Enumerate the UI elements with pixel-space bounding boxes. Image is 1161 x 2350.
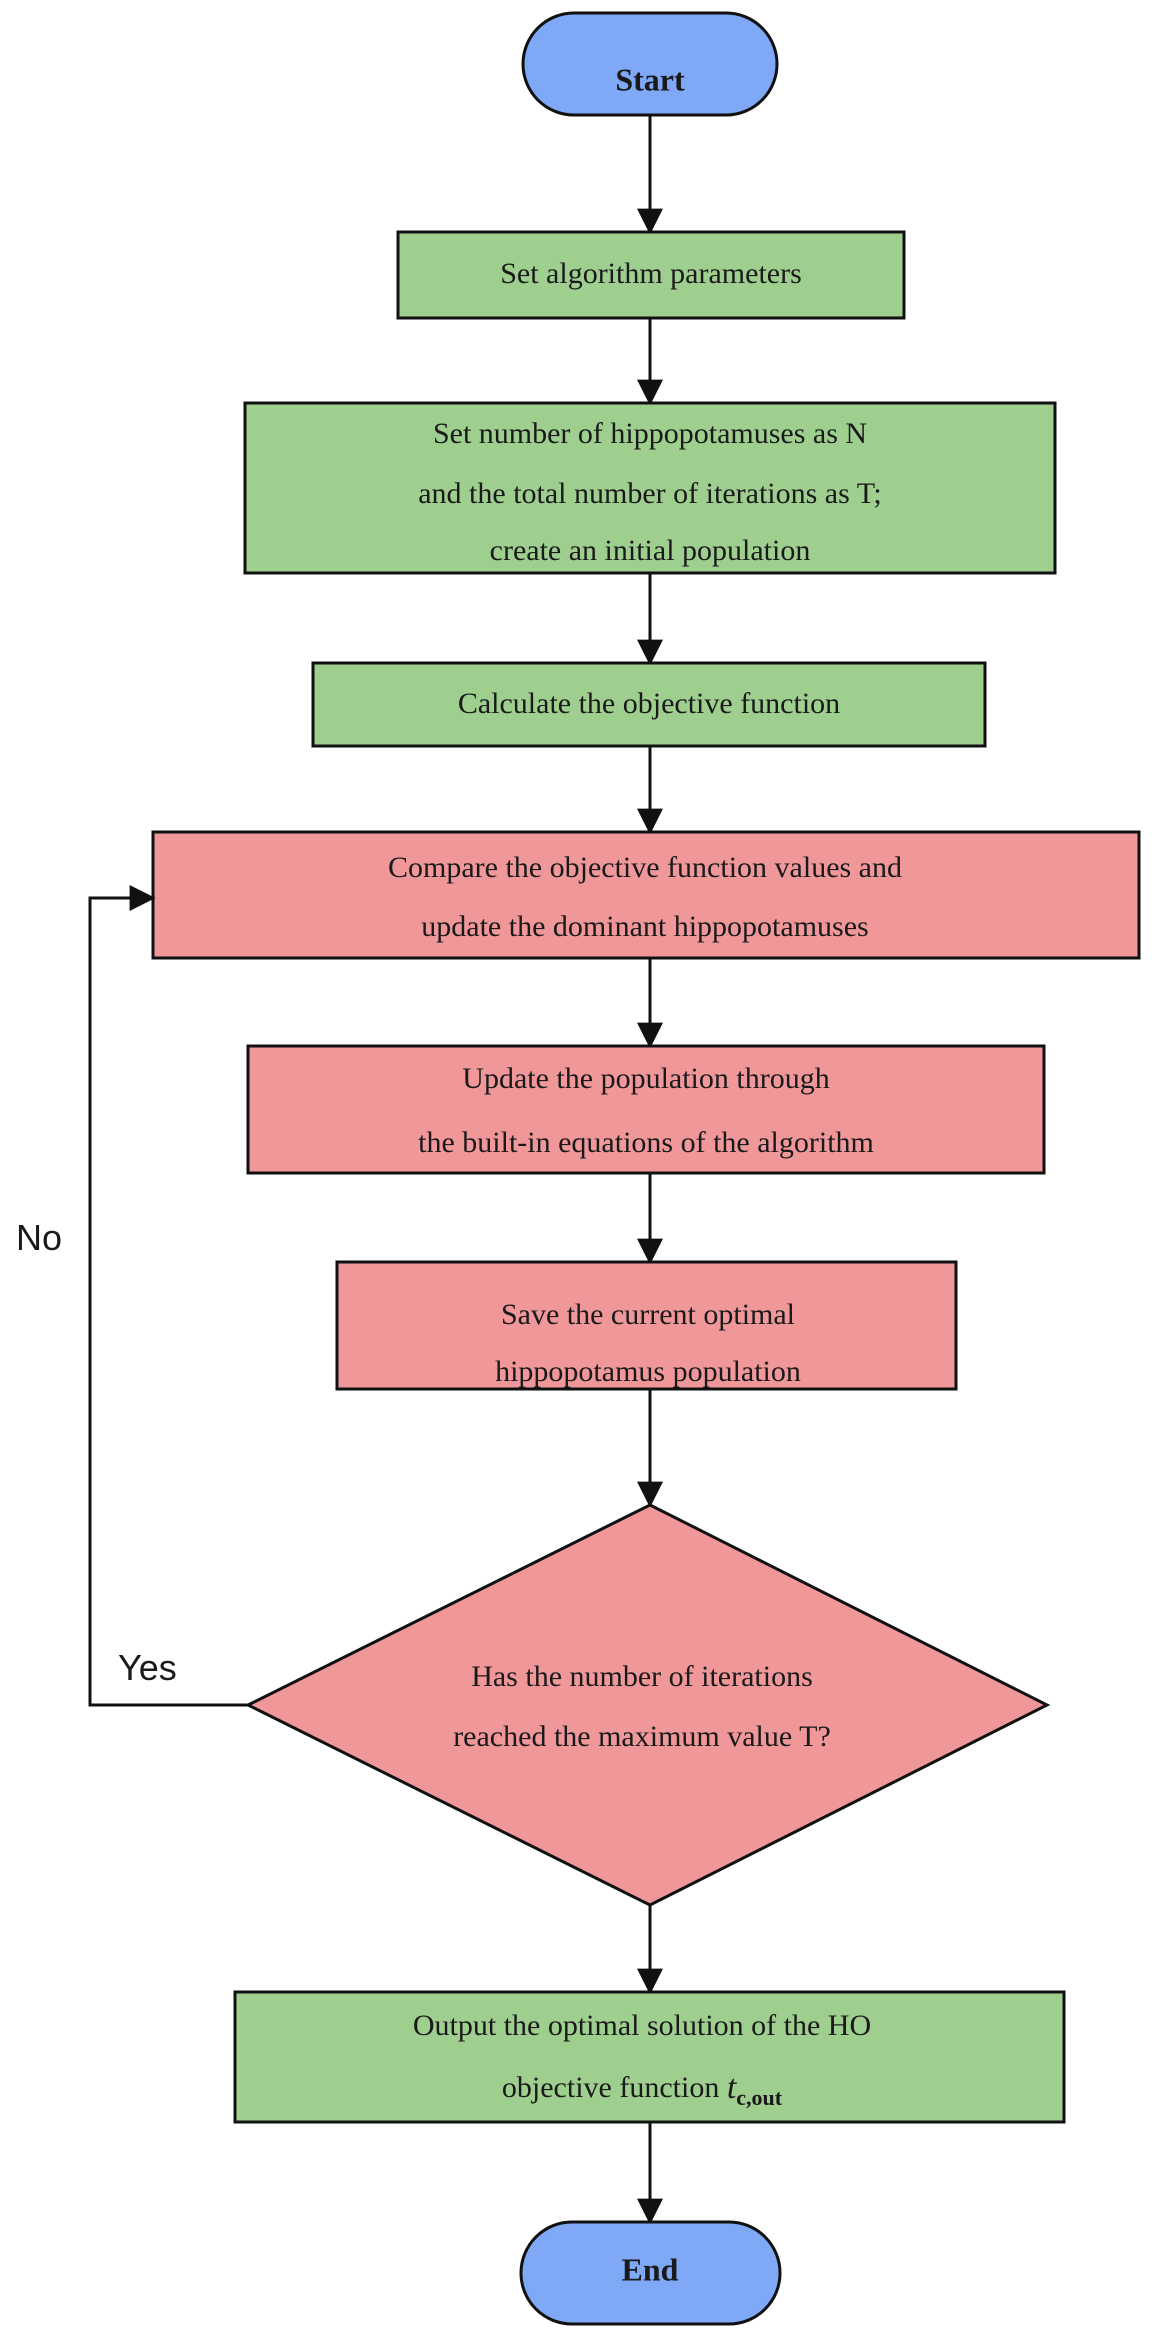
edge-label-yes: Yes — [118, 1647, 177, 1688]
set-params-shape — [396, 230, 906, 320]
save-optimal-line-2: hippopotamus population — [495, 1355, 801, 1388]
calc-objective-label: Calculate the objective function — [458, 687, 840, 720]
start-node: Start — [521, 11, 779, 117]
output-symbol: t — [727, 2069, 738, 2106]
init-population-line-1: Set number of hippopotamuses as N — [433, 417, 867, 450]
decision-shape — [244, 1503, 1051, 1907]
calc-objective-shape — [311, 661, 987, 748]
output-node: Output the optimal solution of the HO ob… — [233, 1990, 1066, 2124]
edge-label-no: No — [16, 1217, 62, 1258]
end-shape — [519, 2220, 782, 2326]
output-subscript: c,out — [736, 2085, 783, 2110]
init-population-node: Set number of hippopotamuses as N and th… — [243, 401, 1057, 575]
init-population-line-2: and the total number of iterations as T; — [418, 477, 882, 510]
update-population-line-2: the built-in equations of the algorithm — [418, 1126, 874, 1159]
decision-line-2: reached the maximum value T? — [453, 1720, 831, 1753]
decision-line-1: Has the number of iterations — [471, 1660, 813, 1693]
output-line-2: objective function tc,out — [502, 2069, 783, 2110]
set-params-node: Set algorithm parameters — [396, 230, 906, 320]
end-label: End — [622, 2251, 679, 2287]
save-optimal-node: Save the current optimal hippopotamus po… — [335, 1260, 958, 1391]
set-params-label: Set algorithm parameters — [500, 257, 802, 290]
start-label: Start — [615, 61, 685, 97]
update-population-line-1: Update the population through — [462, 1062, 829, 1095]
calc-objective-node: Calculate the objective function — [311, 661, 987, 748]
compare-update-node: Compare the objective function values an… — [151, 830, 1141, 960]
decision-node: Has the number of iterations reached the… — [244, 1503, 1051, 1907]
end-node: End — [519, 2220, 782, 2326]
output-line-1: Output the optimal solution of the HO — [413, 2009, 871, 2042]
compare-update-line-1: Compare the objective function values an… — [388, 851, 902, 884]
save-optimal-line-1: Save the current optimal — [501, 1298, 795, 1331]
output-shape — [233, 1990, 1066, 2124]
compare-update-line-2: update the dominant hippopotamuses — [421, 910, 868, 943]
update-population-shape — [246, 1044, 1046, 1175]
edge-decision-loop-back — [88, 885, 248, 1707]
init-population-line-3: create an initial population — [490, 534, 811, 567]
output-line-2-prefix: objective function — [502, 2071, 727, 2104]
save-optimal-shape — [335, 1260, 958, 1391]
update-population-node: Update the population through the built-… — [246, 1044, 1046, 1175]
